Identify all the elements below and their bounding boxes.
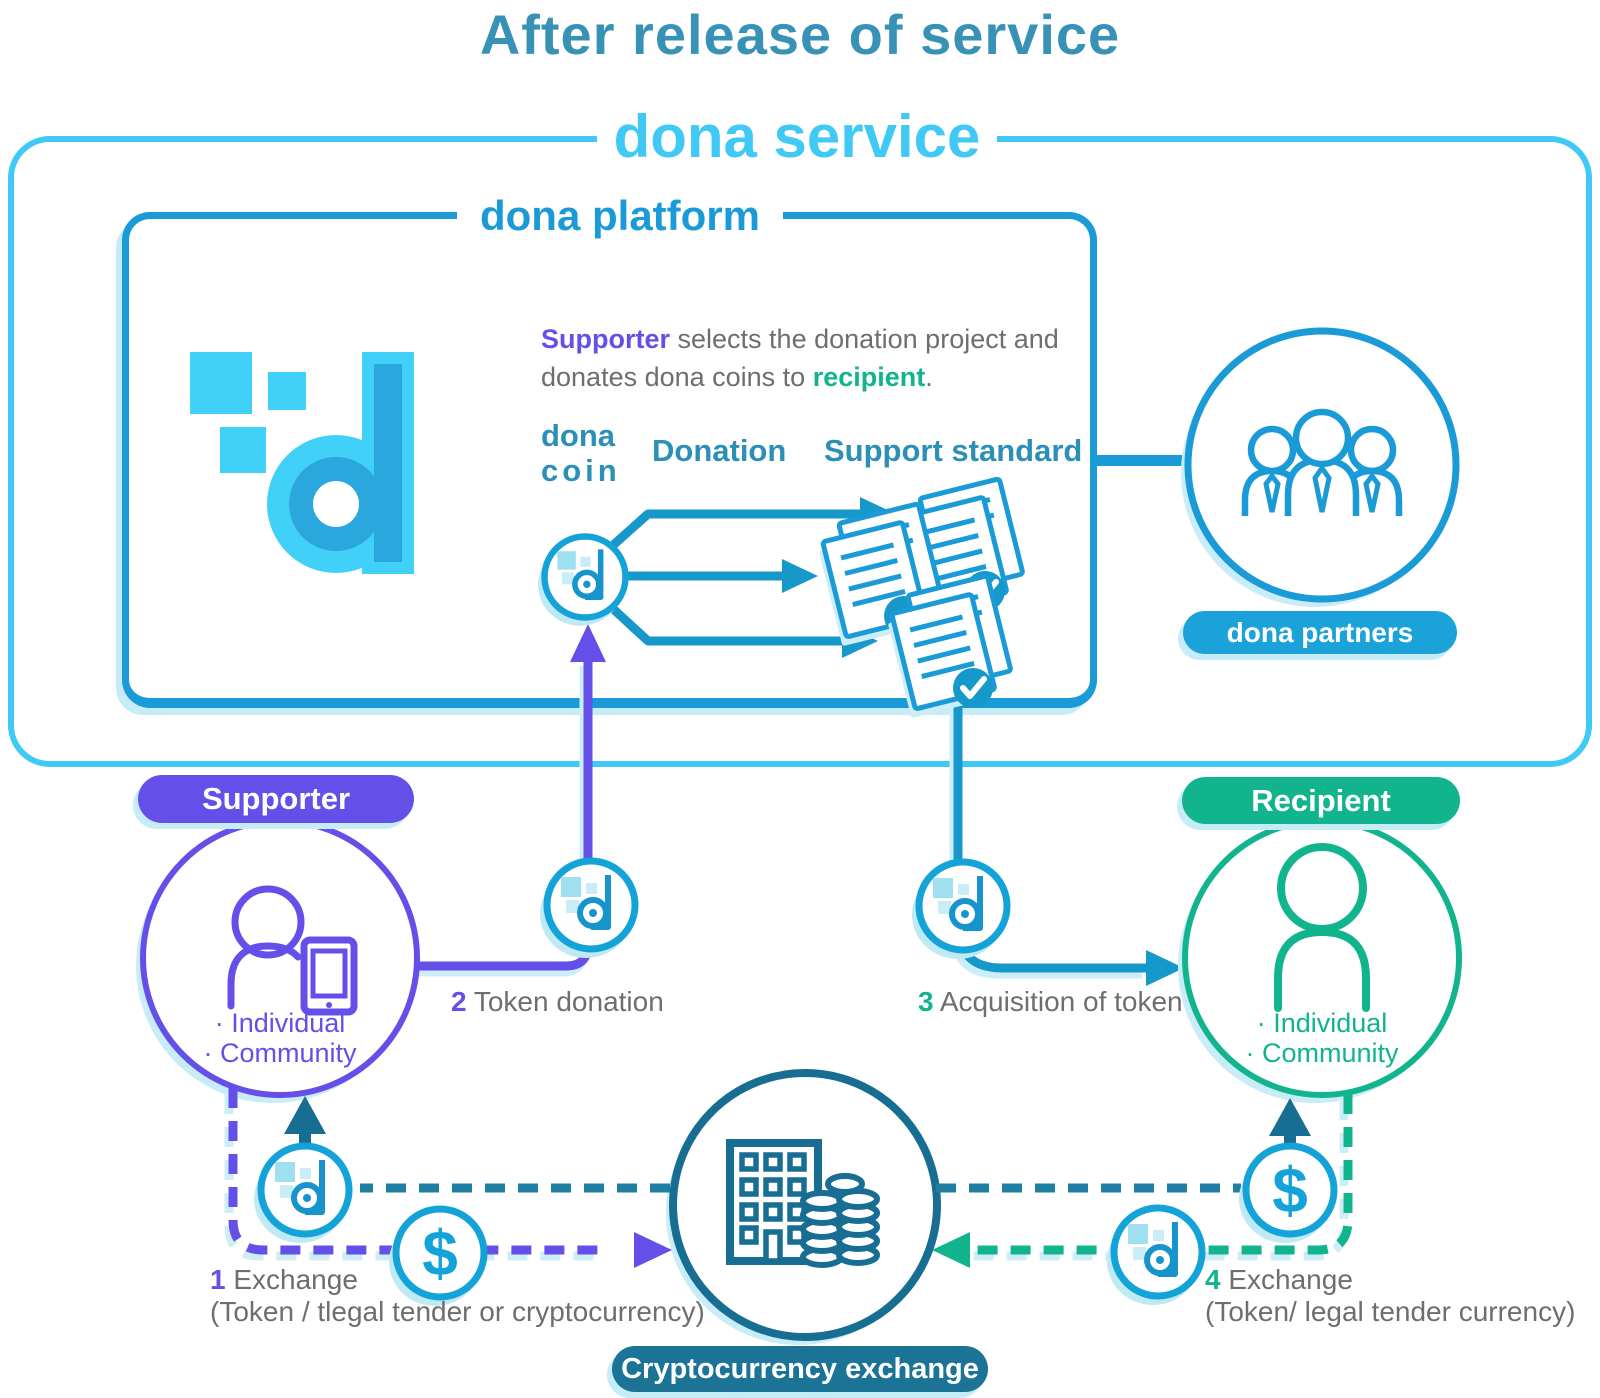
partners-circle xyxy=(1181,327,1460,607)
description-line2: donates dona coins to xyxy=(541,362,813,392)
dona-coin-icon xyxy=(540,861,635,958)
dona-coin-icon xyxy=(912,862,1007,959)
recipient-items: · Individual · Community xyxy=(1245,1008,1399,1068)
platform-partners-connector xyxy=(1097,455,1192,466)
dona-logo-icon xyxy=(190,352,414,574)
dollar-coin-icon: $ xyxy=(389,1205,488,1306)
step-3-label: 3 Acquisition of token xyxy=(918,986,1183,1017)
dona-coin-icon xyxy=(1107,1208,1202,1305)
svg-text:$: $ xyxy=(1272,1154,1308,1226)
dollar-coin-icon: $ xyxy=(1239,1142,1338,1243)
description-period: . xyxy=(925,362,933,392)
support-standard-label: Support standard xyxy=(824,433,1083,468)
exchange-return-right xyxy=(936,1098,1311,1193)
recipient-circle xyxy=(1178,818,1462,1103)
partners-badge: dona partners xyxy=(1183,611,1457,654)
recipient-badge: Recipient xyxy=(1182,777,1460,824)
recipient-person-icon xyxy=(1274,843,1370,1012)
exchange-return-left xyxy=(284,1096,670,1193)
crypto-exchange-badge: Cryptocurrency exchange xyxy=(612,1346,988,1392)
supporter-person-icon xyxy=(227,885,358,1016)
step-4-label: 4 Exchange (Token/ legal tender currency… xyxy=(1205,1264,1576,1327)
partners-people-icon xyxy=(1241,408,1403,516)
description: Supporter selects the donation project a… xyxy=(541,320,1059,396)
supporter-circle xyxy=(136,818,420,1103)
supporter-items: · Individual · Community xyxy=(203,1008,357,1068)
donation-label: Donation xyxy=(652,433,787,468)
dona-coin-icon xyxy=(254,1146,349,1243)
description-line1: selects the donation project and xyxy=(670,324,1059,354)
step-2-label: 2 Token donation xyxy=(451,986,664,1017)
svg-text:$: $ xyxy=(422,1217,458,1289)
platform-box-label: dona platform xyxy=(457,192,783,240)
exchange-flow-purple xyxy=(224,1088,672,1268)
exchange-building-icon xyxy=(726,1139,880,1268)
description-supporter: Supporter xyxy=(541,324,671,354)
dona-coin-label: dona coin xyxy=(541,418,621,488)
supporter-badge: Supporter xyxy=(138,775,414,823)
description-recipient: recipient xyxy=(812,362,926,392)
exchange-flow-green xyxy=(932,1094,1353,1268)
service-box-label: dona service xyxy=(597,104,997,170)
page-title: After release of service xyxy=(479,3,1121,66)
step-1-label: 1 Exchange (Token / tlegal tender or cry… xyxy=(210,1264,705,1327)
exchange-circle xyxy=(666,1069,941,1345)
